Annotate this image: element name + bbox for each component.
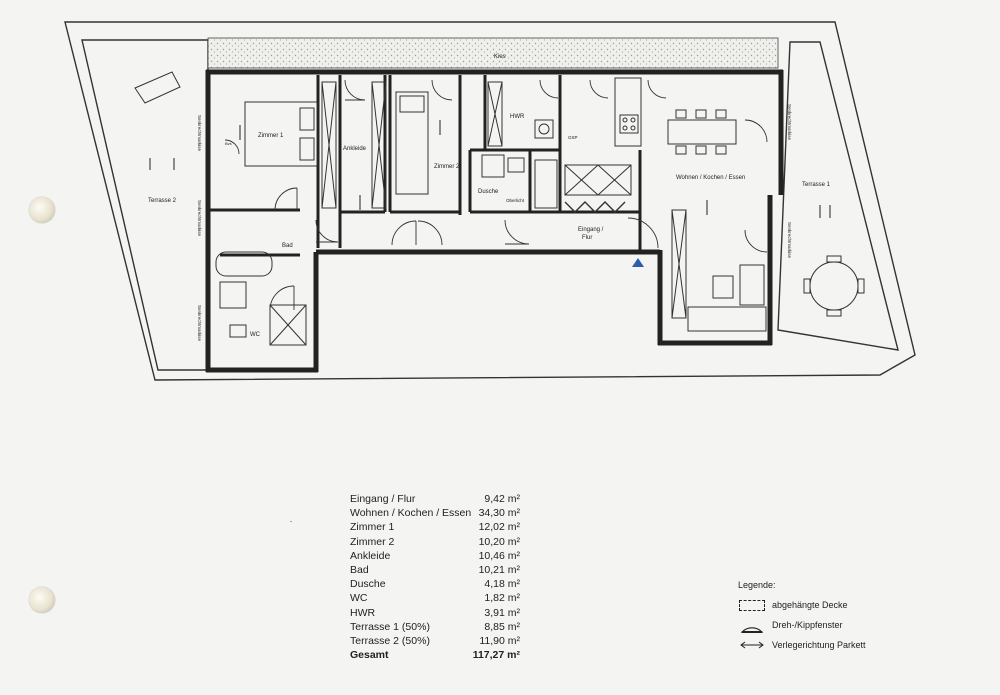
label-eingang-2: Flur <box>582 235 592 241</box>
doors <box>224 79 768 311</box>
area-row: Terrasse 2 (50%)11,90 m² <box>350 635 520 648</box>
label-oberlicht: Oberlicht <box>506 198 525 203</box>
punch-hole-top <box>29 197 55 223</box>
legend-item-parquet: Verlegerichtung Parkett <box>738 635 938 655</box>
interior-walls <box>208 75 642 257</box>
label-senk-1: Senkrechtmarkise <box>197 115 202 152</box>
window-swing-icon <box>738 616 766 634</box>
label-terrasse1: Terrasse 1 <box>802 182 831 188</box>
entrance-marker <box>632 258 644 267</box>
site-boundary <box>64 21 916 381</box>
kitchen-dining <box>564 77 737 213</box>
beds <box>244 91 429 195</box>
wardrobes <box>321 81 687 319</box>
punch-hole-bottom <box>29 587 55 613</box>
label-kies: Kies <box>494 54 506 60</box>
living-furniture <box>687 255 865 332</box>
dashed-box-icon <box>738 599 766 611</box>
label-hwr: HWR <box>510 114 525 120</box>
label-bvs: Bvs <box>225 141 232 146</box>
label-wohnen: Wohnen / Kochen / Essen <box>676 175 745 181</box>
legend: Legende: abgehängte Decke Dreh-/Kippfens… <box>738 580 938 655</box>
label-zimmer2: Zimmer 2 <box>434 164 460 170</box>
gravel-strip <box>207 37 779 69</box>
label-senk-3: Senkrechtmarkise <box>197 305 202 342</box>
label-eingang-1: Eingang / <box>578 227 604 233</box>
label-ankleide: Ankleide <box>343 146 367 152</box>
label-senk-4: Senkrechtmarkise <box>787 104 792 141</box>
legend-item-ceiling: abgehängte Decke <box>738 595 938 615</box>
walls <box>205 69 784 373</box>
legend-item-window: Dreh-/Kippfenster <box>738 615 938 635</box>
label-gsp: GSP <box>568 135 578 140</box>
label-bad: Bad <box>282 243 293 249</box>
label-senk-2: Senkrechtmarkise <box>197 200 202 237</box>
label-wc: WC <box>250 332 261 338</box>
label-terrasse2: Terrasse 2 <box>148 198 177 204</box>
area-row: Terrasse 1 (50%)8,85 m² <box>350 620 520 633</box>
label-zimmer1: Zimmer 1 <box>258 133 284 139</box>
stray-mark: - <box>290 519 292 525</box>
double-arrow-icon <box>738 640 766 650</box>
label-senk-5: Senkrechtmarkise <box>787 222 792 259</box>
parquet-arrows <box>149 120 831 218</box>
bathroom-fixtures <box>134 71 558 346</box>
legend-title: Legende: <box>738 580 776 590</box>
label-dusche: Dusche <box>478 189 499 195</box>
